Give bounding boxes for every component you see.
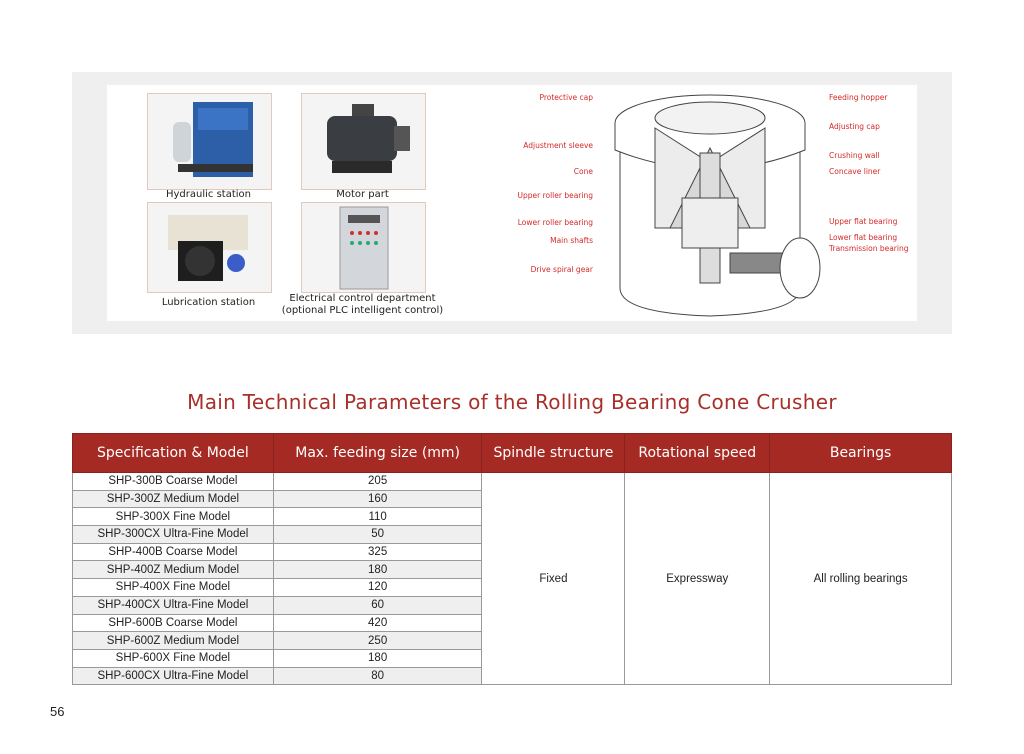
- diagram-label: Upper flat bearing: [829, 217, 898, 226]
- diagram-label: Feeding hopper: [829, 93, 888, 102]
- feeding-size-cell: 180: [272, 648, 483, 668]
- column-header: Specification & Model: [72, 433, 274, 473]
- model-cell: SHP-300Z Medium Model: [72, 489, 274, 509]
- model-cell: SHP-300B Coarse Model: [72, 472, 274, 491]
- feeding-size-cell: 205: [272, 472, 483, 491]
- feeding-size-cell: 420: [272, 613, 483, 633]
- parameters-table: Specification & Model Max. feeding size …: [72, 433, 952, 686]
- feeding-size-cell: 180: [272, 560, 483, 580]
- model-cell: SHP-600B Coarse Model: [72, 613, 274, 633]
- model-cell: SHP-400B Coarse Model: [72, 542, 274, 562]
- component-caption: Motor part: [336, 189, 389, 200]
- diagram-label: Lower flat bearing: [829, 233, 898, 242]
- feeding-size-cell: 50: [272, 525, 483, 544]
- diagram-label: Main shafts: [550, 236, 593, 245]
- hydraulic-station-photo: [147, 93, 272, 190]
- component-caption: Electrical control department (optional …: [270, 293, 455, 317]
- feeding-size-cell: 160: [272, 489, 483, 509]
- bearings-cell: All rolling bearings: [769, 471, 952, 686]
- rotational-speed-cell: Expressway: [624, 471, 771, 686]
- diagram-label: Cone: [573, 167, 593, 176]
- diagram-label: Lower roller bearing: [517, 218, 593, 227]
- feeding-size-cell: 250: [272, 631, 483, 650]
- spindle-structure-cell: Fixed: [481, 471, 626, 686]
- feeding-size-cell: 110: [272, 507, 483, 527]
- column-header: Rotational speed: [624, 433, 771, 473]
- electrical-control-photo: [301, 202, 426, 293]
- lubrication-station-photo: [147, 202, 272, 293]
- diagram-label: Transmission bearing: [829, 244, 909, 253]
- diagram-label: Crushing wall: [829, 151, 880, 160]
- model-cell: SHP-400CX Ultra-Fine Model: [72, 595, 274, 615]
- diagram-label: Concave liner: [829, 167, 881, 176]
- cone-crusher-cutaway-diagram: [614, 94, 821, 317]
- diagram-label: Upper roller bearing: [517, 191, 593, 200]
- model-cell: SHP-600Z Medium Model: [72, 631, 274, 650]
- feeding-size-cell: 80: [272, 666, 483, 686]
- diagram-label: Drive spiral gear: [530, 265, 593, 274]
- feeding-size-cell: 325: [272, 542, 483, 562]
- model-cell: SHP-600CX Ultra-Fine Model: [72, 666, 274, 686]
- model-cell: SHP-300X Fine Model: [72, 507, 274, 527]
- component-caption: Lubrication station: [161, 297, 256, 308]
- column-header: Max. feeding size (mm): [272, 433, 483, 473]
- model-cell: SHP-400X Fine Model: [72, 578, 274, 597]
- caption-subline: (optional PLC intelligent control): [281, 305, 444, 316]
- component-caption: Hydraulic station: [165, 189, 251, 200]
- column-header: Spindle structure: [481, 433, 626, 473]
- model-cell: SHP-400Z Medium Model: [72, 560, 274, 580]
- section-title: Main Technical Parameters of the Rolling…: [187, 390, 837, 414]
- motor-part-photo: [301, 93, 426, 190]
- caption-line: Electrical control department: [289, 293, 436, 304]
- diagram-label: Adjustment sleeve: [523, 141, 593, 150]
- model-cell: SHP-300CX Ultra-Fine Model: [72, 525, 274, 544]
- diagram-label: Adjusting cap: [829, 122, 880, 131]
- model-cell: SHP-600X Fine Model: [72, 648, 274, 668]
- diagram-label: Protective cap: [539, 93, 593, 102]
- feeding-size-cell: 120: [272, 578, 483, 597]
- page-number: 56: [50, 704, 65, 719]
- column-header: Bearings: [769, 433, 952, 473]
- table-header-row: Specification & Model Max. feeding size …: [72, 433, 952, 473]
- feeding-size-cell: 60: [272, 595, 483, 615]
